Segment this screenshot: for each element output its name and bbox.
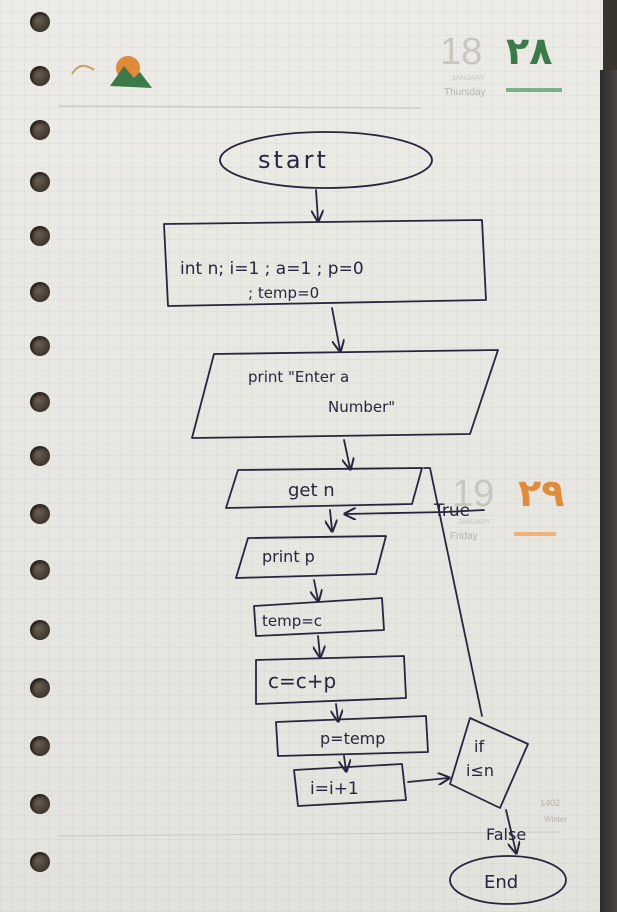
binder-hole [30,336,50,356]
notebook-page [0,0,603,912]
decision-diamond [449,717,529,809]
true-loop-line [423,467,483,717]
top-weekday-fa-mark [506,88,562,92]
start-label: start [258,146,329,174]
page-edge-shadow [600,70,617,912]
temp-assign-box [253,597,385,637]
true-label: True [433,501,470,521]
bottom-season: Winter [544,815,567,824]
binder-hole [30,504,50,524]
header-rule [57,105,421,109]
binder-hole [30,678,50,698]
top-month: JANUARY [452,75,485,82]
print-prompt-io [191,349,499,439]
top-day-number: 18 [440,31,482,73]
decision-line-1: if [474,737,484,756]
arrow-start-init [316,189,318,220]
binder-hole [30,560,50,580]
decision-line-2: i≤n [466,761,494,780]
true-loop-connector [445,509,485,513]
false-label: False [486,825,526,844]
end-terminator [449,855,567,905]
mid-weekday-fa-mark [514,532,556,536]
top-weekday: Thursday [444,87,486,98]
binder-hole [30,392,50,412]
binder-hole [30,12,50,32]
arrow-temp-c [318,635,320,656]
planner-logo [71,56,152,88]
bottom-year: 1402 [540,798,560,808]
init-line-1: int n; i=1 ; a=1 ; p=0 [180,259,364,279]
arrow-init-print [331,307,340,350]
get-n-io [225,467,423,509]
mid-persian-number: ۲۹ [518,471,564,515]
binder-hole [30,66,50,86]
arrow-i-decision [407,778,448,782]
i-increment-label: i=i+1 [310,779,359,799]
arrow-printp-temp [314,579,318,600]
arrow-print-getn [344,439,350,468]
print-p-label: print p [262,547,315,566]
c-assign-label: c=c+p [268,669,336,693]
top-persian-number: ۲۸ [506,29,552,73]
print-p-io [235,535,387,579]
get-n-label: get n [288,480,335,501]
mid-day-number: 19 [452,473,494,515]
binder-hole [30,794,50,814]
binder-hole [30,852,50,872]
temp-assign-label: temp=c [262,612,322,630]
binder-hole [30,172,50,192]
arrow-false-end [505,809,516,852]
init-process-box [163,219,487,307]
end-label: End [484,872,518,893]
footer-rule [57,831,561,837]
start-terminator [219,131,433,189]
mid-month: JANUARY [458,519,491,526]
c-assign-box [255,655,407,705]
mid-weekday: Friday [450,531,478,542]
p-assign-box [275,715,429,757]
print-prompt-line-1: print "Enter a [248,368,349,386]
init-line-2: ; temp=0 [248,284,319,302]
binder-hole [30,282,50,302]
print-prompt-line-2: Number" [328,398,395,416]
i-increment-box [293,763,407,807]
binder-hole [30,120,50,140]
binder-hole [30,446,50,466]
binder-hole [30,226,50,246]
true-loop-arrow [346,512,447,514]
binder-hole [30,620,50,640]
arrow-c-p [336,703,338,720]
binder-hole [30,736,50,756]
arrow-getn-printp [330,509,332,530]
p-assign-label: p=temp [320,729,385,748]
